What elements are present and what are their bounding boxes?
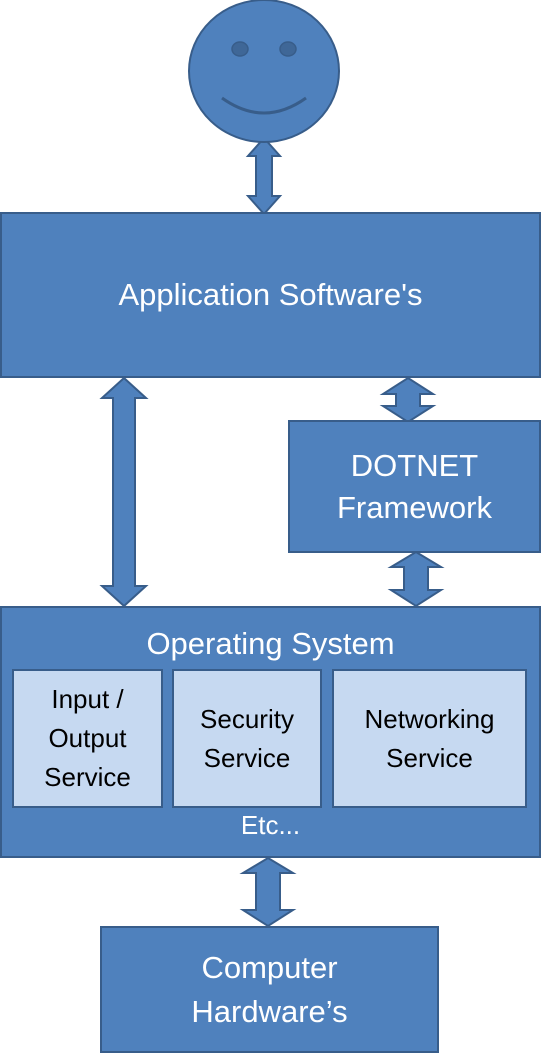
arrow-os-hardware: [239, 856, 297, 928]
networking-service-box: Networking Service: [332, 669, 527, 808]
operating-system-title: Operating System: [146, 626, 395, 661]
arrow-application-dotnet: [379, 376, 437, 424]
arrow-user-application: [245, 136, 283, 216]
user-face-icon: [188, 0, 340, 143]
security-service-label: Security Service: [200, 703, 294, 773]
arrow-dotnet-os: [387, 550, 445, 608]
input-output-service-box: Input / Output Service: [12, 669, 163, 808]
networking-service-label: Networking Service: [364, 703, 495, 773]
dotnet-framework-label: DOTNET Framework: [336, 447, 492, 525]
input-output-service-label: Input / Output Service: [44, 684, 131, 792]
operating-system-footer: Etc...: [240, 810, 301, 840]
arrow-application-os: [99, 376, 149, 608]
application-software-box: Application Software's: [0, 212, 541, 378]
application-software-label: Application Software's: [118, 277, 423, 312]
computer-hardware-box: Computer Hardware’s: [100, 926, 439, 1053]
dotnet-framework-box: DOTNET Framework: [288, 420, 541, 553]
security-service-box: Security Service: [172, 669, 322, 808]
computer-hardware-label: Computer Hardware’s: [191, 949, 348, 1029]
